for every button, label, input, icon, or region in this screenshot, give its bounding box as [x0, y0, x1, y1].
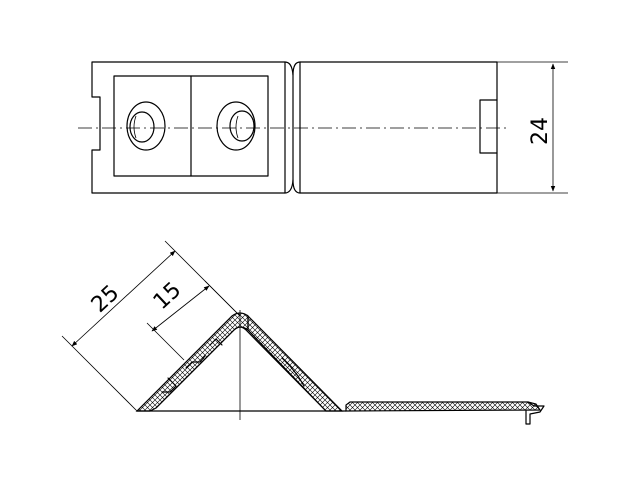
left-clip-1 — [161, 377, 177, 393]
right-slot — [479, 99, 498, 154]
dim-15-ext-1 — [146, 322, 185, 361]
right-part-outline — [299, 61, 498, 194]
hinge-connector-right — [292, 61, 301, 194]
dim-25-ext-1 — [61, 335, 138, 412]
dim-25-line — [71, 250, 176, 347]
dim-25-label: 25 — [87, 281, 125, 318]
left-clip-3 — [209, 338, 223, 346]
hole-left — [126, 101, 166, 151]
end-clip — [525, 401, 545, 425]
dim-24-label: 24 — [528, 117, 553, 145]
dim-15-label: 15 — [149, 278, 187, 315]
top-view: 24 — [78, 61, 568, 194]
hole-right — [216, 101, 256, 151]
left-clip-2 — [185, 355, 206, 369]
left-part-outline — [91, 61, 286, 194]
dim-15-line — [151, 285, 210, 332]
right-clip — [281, 357, 305, 387]
section-view: 25 15 — [61, 240, 545, 425]
base-strip-hatch — [345, 401, 542, 412]
right-leg-hatch — [247, 314, 344, 412]
dim-15-ext-2 — [204, 280, 241, 317]
hinge-connector — [284, 61, 294, 194]
